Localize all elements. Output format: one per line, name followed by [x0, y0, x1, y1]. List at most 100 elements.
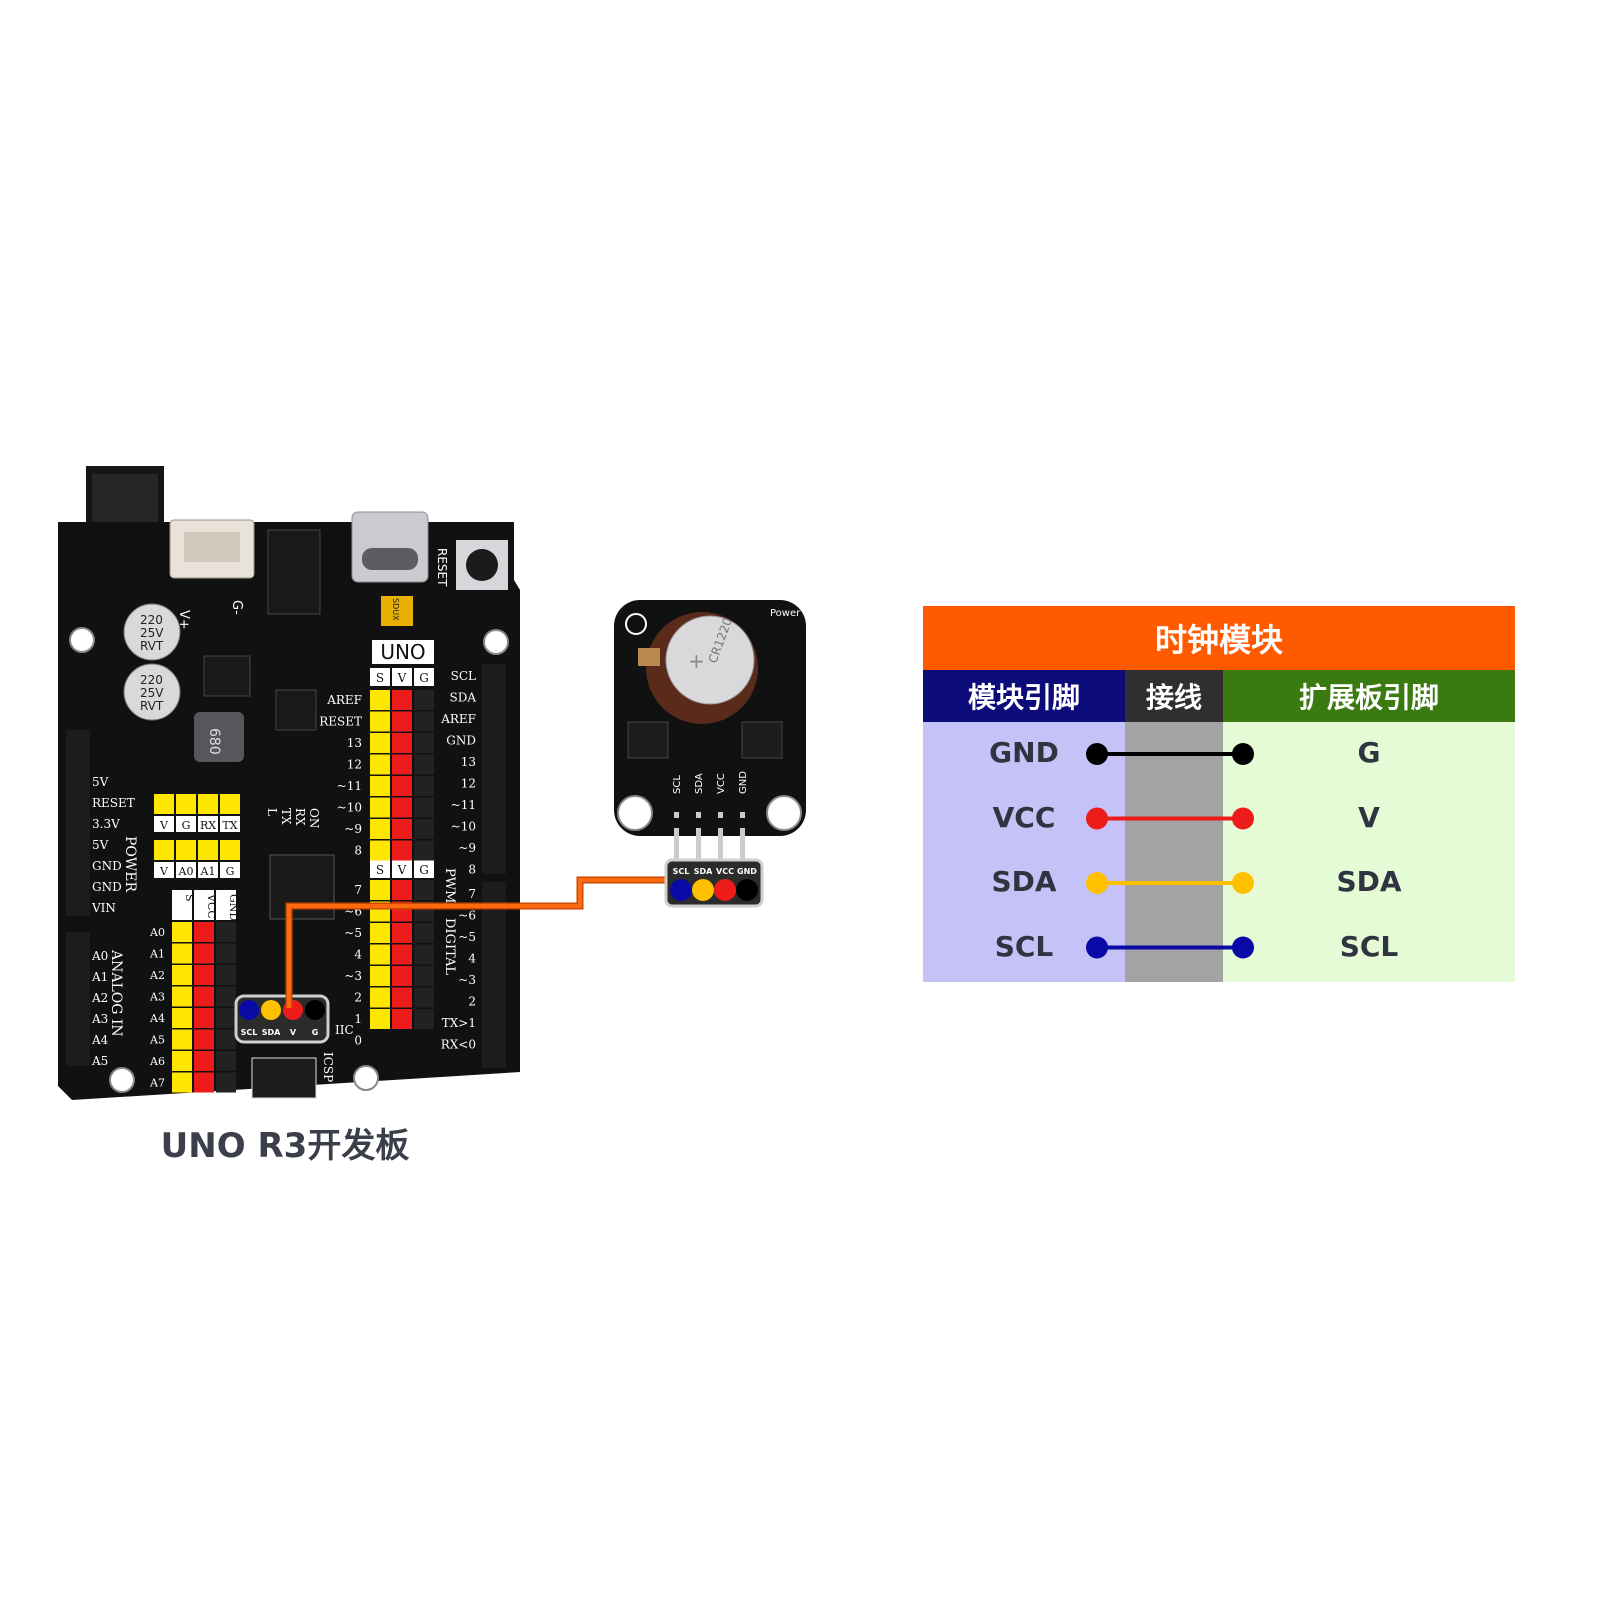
chip — [203, 655, 251, 697]
signal-pin — [172, 1008, 192, 1028]
signal-pin — [370, 711, 390, 732]
pin-label: RX — [293, 808, 307, 826]
vcc-pin — [392, 840, 412, 861]
pin-label-box — [220, 862, 240, 878]
wire-endpoint — [1086, 872, 1108, 894]
svg-text:RVT: RVT — [140, 639, 164, 653]
signal-pin — [370, 819, 390, 839]
vcc-pin — [194, 1072, 214, 1093]
header-pin — [198, 794, 218, 814]
vcc-pin — [392, 754, 412, 775]
mounting-hole — [353, 1065, 379, 1091]
pin-label: AREF — [326, 693, 362, 707]
pin-label-box — [176, 862, 196, 878]
analog-title: ANALOG IN — [108, 949, 124, 1037]
pin-label: 0 — [354, 1034, 362, 1048]
vcc-pin — [392, 733, 412, 753]
svg-text:SDUX: SDUX — [391, 598, 400, 621]
module-pin-cell: VCC — [992, 800, 1056, 834]
wire-endpoint — [1232, 743, 1254, 765]
mounting-hole — [483, 629, 509, 655]
pin-label-box — [154, 862, 174, 878]
pin-label: RX<0 — [441, 1038, 476, 1052]
signal-pin — [370, 966, 390, 986]
connector-pin-label: SDA — [694, 867, 713, 876]
signal-pin — [370, 923, 390, 943]
pin-label: ~6 — [458, 909, 476, 923]
pin-label-box — [220, 816, 240, 832]
pin-label: A4 — [149, 1012, 165, 1025]
column-header: S — [376, 863, 384, 877]
column-header: VCC — [205, 893, 218, 919]
module-pin-legs — [664, 812, 762, 862]
pin-label-box — [198, 816, 218, 832]
svg-text:RVT: RVT — [140, 699, 164, 713]
column-header: G — [419, 863, 429, 877]
signal-pin — [370, 840, 390, 861]
column-header-box — [414, 668, 434, 686]
uno-logo: UNO — [380, 640, 425, 664]
signal-pin — [370, 690, 390, 710]
vcc-pin — [392, 923, 412, 943]
connector-pin-label: VCC — [716, 867, 734, 876]
connector-pin-label: G — [312, 1028, 319, 1037]
power-title: POWER — [122, 836, 138, 893]
connector-pin-label: SCL — [241, 1028, 258, 1037]
column-header-box — [370, 860, 390, 878]
gnd-pin — [414, 819, 434, 839]
vcc-pin — [392, 819, 412, 839]
wire-endpoint — [1086, 743, 1108, 765]
column-header-box — [216, 890, 236, 920]
vcc-pin — [194, 986, 214, 1007]
clock-icon — [625, 613, 647, 635]
gnd-pin — [414, 711, 434, 732]
header-pin — [220, 840, 240, 860]
pin-label: ~9 — [344, 822, 362, 836]
column-header: GND — [227, 894, 240, 921]
pin-label: A7 — [149, 1077, 165, 1090]
signal-pin — [172, 922, 192, 942]
signal-pin — [370, 987, 390, 1008]
pin-label: SDA — [449, 691, 476, 705]
module-silk-label: VCC — [716, 773, 727, 794]
connector-pin-label: V — [290, 1028, 297, 1037]
right-header — [482, 664, 506, 1068]
uno-board: V+ G- RESET 220 25V RVT 220 25V RVT 680 — [58, 466, 520, 1100]
pin-label: A1 — [200, 865, 216, 878]
capacitor: 220 25V RVT — [123, 603, 181, 661]
connector-pin-label: GND — [737, 867, 757, 876]
connector-pin-dot — [736, 879, 758, 901]
pin-label: A1 — [91, 970, 108, 984]
right-header-labels: SCLSDAAREFGND1312~11~10~987~6~54~32TX>1R… — [440, 669, 476, 1052]
wire-column — [1125, 722, 1223, 982]
pin-label: A2 — [91, 991, 108, 1005]
pin-label-box — [154, 816, 174, 832]
module-silk-label: SCL — [672, 775, 683, 794]
column-header: V — [397, 671, 407, 685]
pin-label: A6 — [149, 1055, 165, 1068]
pin-label: ~3 — [344, 969, 362, 983]
header-pin — [176, 840, 196, 860]
module-silk-label: SDA — [694, 773, 705, 794]
pin-label: 5V — [92, 838, 109, 852]
gnd-pin — [216, 1008, 236, 1028]
pin-label: AREF — [440, 712, 476, 726]
connector-pin-dot — [714, 879, 736, 901]
vcc-pin — [392, 1009, 412, 1029]
pin-label: 13 — [347, 736, 362, 750]
pin-label: TX — [279, 808, 293, 825]
pin-label: VIN — [91, 901, 116, 915]
signal-pin — [172, 1072, 192, 1093]
wire-endpoint — [1232, 807, 1254, 830]
digital-label: DIGITAL — [442, 918, 457, 975]
board-caption: UNO R3开发板 — [160, 1126, 410, 1166]
svg-text:680: 680 — [206, 728, 222, 755]
vcc-pin — [392, 690, 412, 710]
vcc-pin — [194, 943, 214, 964]
pin-label: 3.3V — [92, 817, 120, 831]
